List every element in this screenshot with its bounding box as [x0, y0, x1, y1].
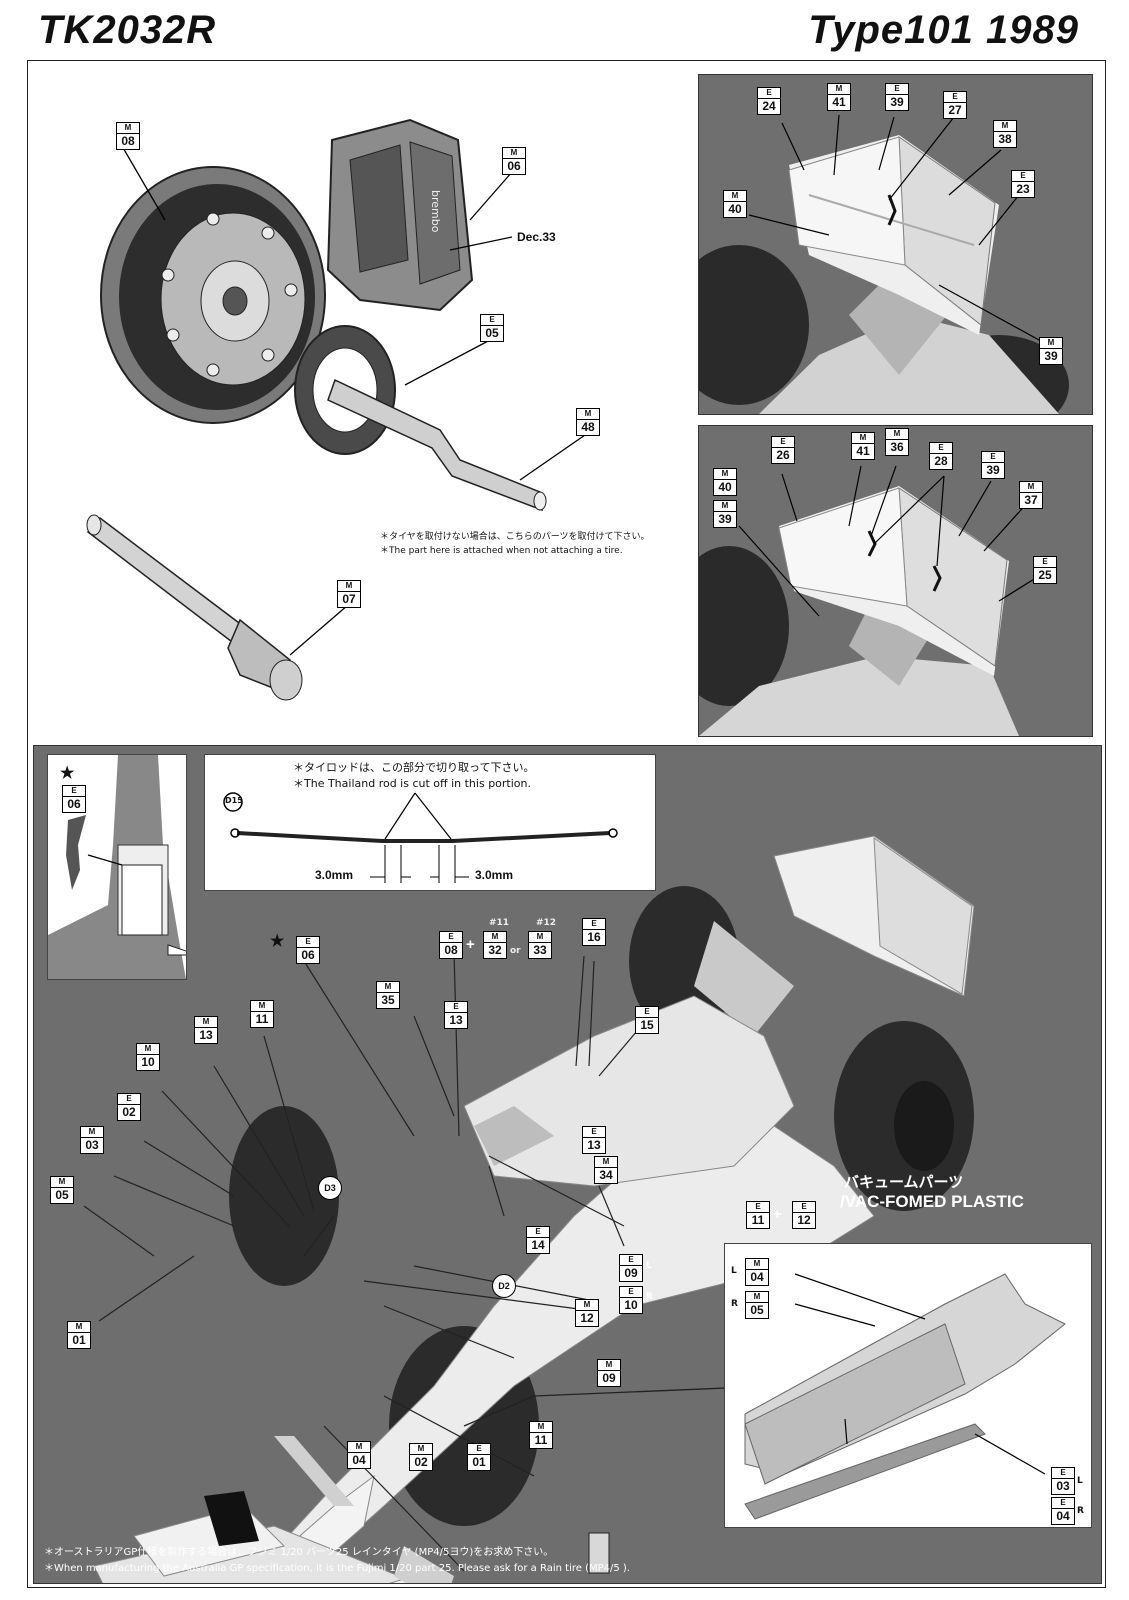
axle-shaft	[327, 378, 547, 512]
right-label: R	[646, 1292, 653, 1302]
brake-caliper: brembo	[326, 118, 474, 312]
d2-marker: D2	[492, 1274, 516, 1298]
tie-rod-inset: ＊タイロッドは、この部分で切り取って下さい。 ＊The Thailand rod…	[204, 754, 656, 891]
sidepod-right-label: R	[731, 1299, 738, 1309]
dim-right: 3.0mm	[475, 868, 514, 882]
bolt-part	[86, 514, 303, 701]
tie-rod-part-label: D15	[225, 796, 243, 805]
sidepod-right-label-2: R	[1077, 1506, 1084, 1516]
d3-marker: D3	[318, 1176, 342, 1200]
caliper-brand-text: brembo	[429, 190, 442, 233]
plus-sign-2: +	[773, 1206, 782, 1223]
footer-note-jp: ＊オーストラリアGP仕様を製作する場合は、フジミ 1/20 パーツ25 レインタ…	[44, 1547, 554, 1558]
vac-label-jp: バキュームパーツ	[844, 1174, 964, 1191]
star-mark: ★	[60, 765, 75, 782]
tire-note-en: ＊The part here is attached when not atta…	[380, 546, 623, 556]
tire-note-jp: ＊タイヤを取付けない場合は、こちらのパーツを取付けて下さい。	[380, 532, 650, 542]
instruction-frame	[27, 60, 1106, 1588]
vac-label-en: /VAC-FOMED PLASTIC	[840, 1192, 1024, 1211]
sidepod-left-label: L	[731, 1266, 737, 1276]
tie-rod-note-en: ＊The Thailand rod is cut off in this por…	[293, 777, 531, 790]
variant-11-label: #11	[489, 918, 510, 928]
footer-note-en: ＊When manufacturing the Australia GP spe…	[44, 1563, 630, 1574]
model-title: Type101 1989	[808, 8, 1079, 52]
decal-label: Dec.33	[517, 230, 556, 244]
sidepod-left-label-2: L	[1077, 1476, 1083, 1486]
variant-12-label: #12	[536, 918, 557, 928]
tie-rod-note-jp: ＊タイロッドは、この部分で切り取って下さい。	[293, 761, 535, 774]
star-mark-main: ★	[270, 933, 285, 950]
brake-disc	[100, 166, 326, 424]
left-label: L	[646, 1261, 652, 1271]
plus-sign: +	[466, 936, 475, 953]
dim-left: 3.0mm	[315, 868, 354, 882]
kit-code-title: TK2032R	[38, 8, 217, 52]
or-label: or	[510, 946, 521, 956]
car-assembly-photo: ＊タイロッドは、この部分で切り取って下さい。 ＊The Thailand rod…	[33, 745, 1102, 1584]
